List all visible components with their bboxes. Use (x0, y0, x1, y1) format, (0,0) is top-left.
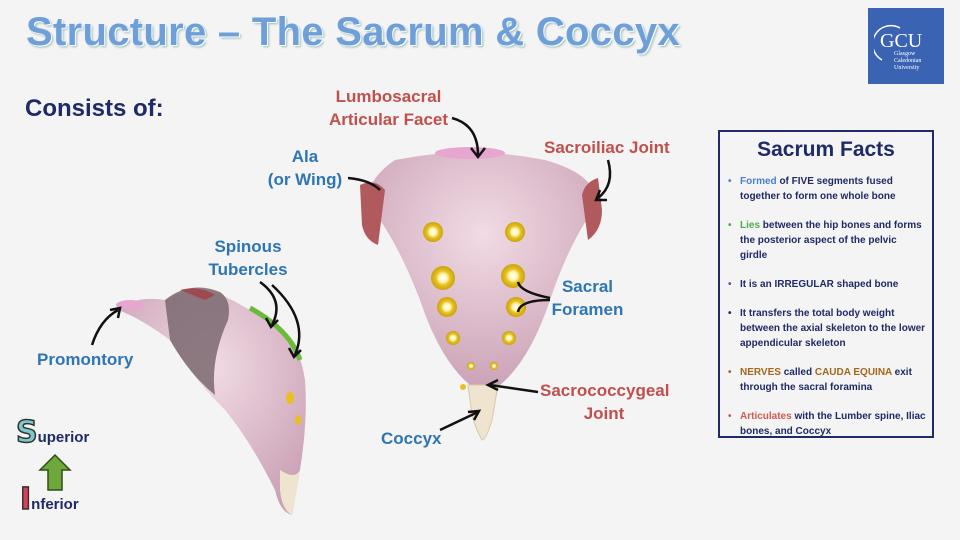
ala-label: Ala (or Wing) (255, 145, 355, 191)
fact-item: It is an IRREGULAR shaped bone (728, 277, 926, 292)
logo-name: Glasgow Caledonian University (894, 51, 922, 71)
fact-text: called (780, 367, 815, 378)
fact-text: with the Lumber spine, Iliac bones, and … (740, 411, 926, 437)
fact-item: Articulates with the Lumber spine, Iliac… (728, 409, 926, 439)
fact-item: Formed of FIVE segments fused together t… (728, 174, 926, 204)
superior-text: uperior (37, 429, 90, 446)
label-line: Sacrococcygeal (540, 381, 670, 400)
facts-list: Formed of FIVE segments fused together t… (720, 174, 932, 439)
logo-abbr: GCU (880, 30, 923, 52)
label-line: Articular Facet (328, 110, 449, 129)
label-line: Sacral (561, 277, 614, 296)
sacrum-anterior-view (360, 147, 602, 441)
superior-arrow-icon (38, 453, 72, 491)
facts-title: Sacrum Facts (757, 138, 895, 161)
label-arrows (90, 116, 612, 432)
fact-text: exit through the sacral foramina (740, 367, 912, 393)
logo-arc-icon (874, 24, 901, 61)
superior-label: Superior (15, 414, 90, 451)
fact-item: NERVES called CAUDA EQUINA exit through … (728, 365, 926, 395)
gcu-logo: GCU Glasgow Caledonian University (868, 8, 944, 84)
coccyx-label: Coccyx (381, 429, 442, 448)
fact-highlight: Lies (740, 220, 761, 231)
fact-item: It transfers the total body weight betwe… (728, 306, 926, 351)
label-line: Lumbosacral (335, 87, 442, 106)
fact-highlight: CAUDA EQUINA (814, 367, 892, 378)
label-line: (or Wing) (267, 170, 343, 189)
fact-text: of FIVE segments fused together to form … (740, 176, 896, 202)
promontory-label: Promontory (37, 350, 134, 369)
slide-title: Structure – The Sacrum & Coccyx (26, 10, 680, 54)
label-line: Joint (583, 404, 625, 423)
sacroiliac-label: Sacroiliac Joint (544, 138, 670, 157)
fact-highlight: NERVES (740, 367, 781, 378)
inferior-label: Inferior (19, 481, 79, 518)
fact-highlight: Articulates (740, 411, 792, 422)
fact-text: between the hip bones and forms the post… (740, 220, 922, 261)
label-line: Spinous (214, 237, 282, 256)
sacral-foramina (423, 222, 526, 370)
label-line: Tubercles (208, 260, 288, 279)
label-line: Ala (291, 147, 319, 166)
superior-letter: S (15, 414, 38, 451)
inferior-text: nferior (31, 496, 79, 513)
fact-item: Lies between the hip bones and forms the… (728, 218, 926, 263)
consists-of-heading: Consists of: (25, 95, 164, 122)
inferior-letter: I (19, 481, 32, 518)
fact-highlight: Formed (740, 176, 777, 187)
sacrum-facts-box: Sacrum Facts Formed of FIVE segments fus… (718, 130, 934, 438)
label-line: Foramen (551, 300, 624, 319)
